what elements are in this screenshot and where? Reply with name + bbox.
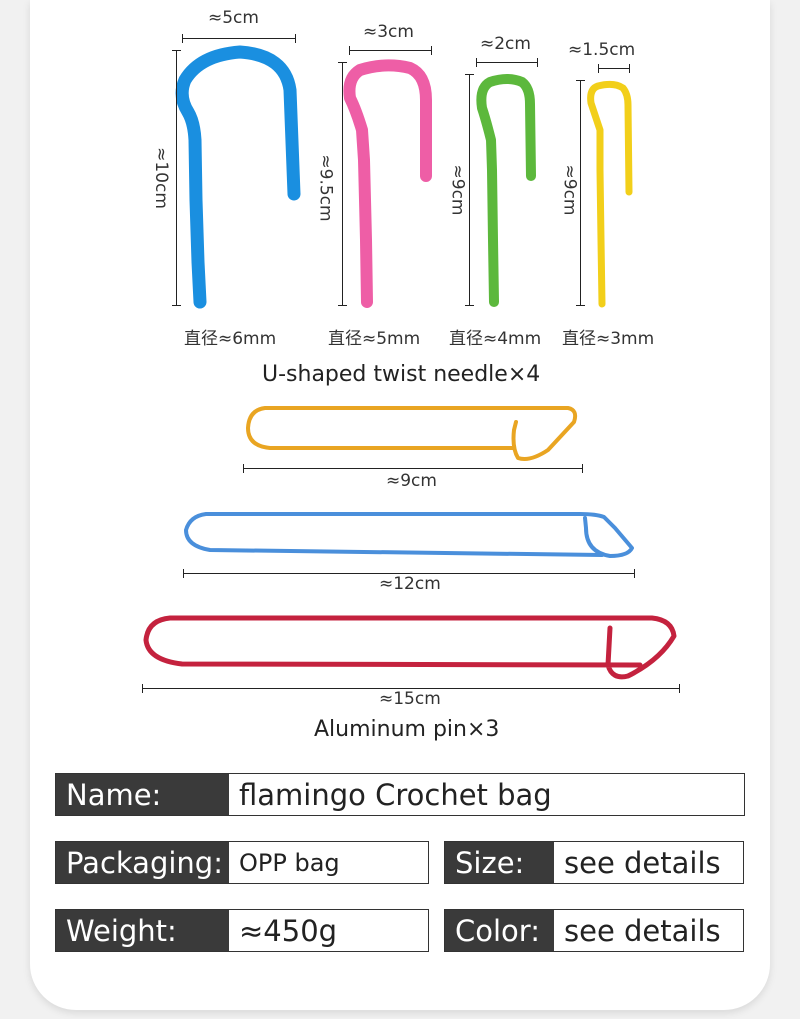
spec-color-row: Color: see details: [444, 909, 744, 952]
blue-diameter-label: 直径≈6mm: [184, 329, 277, 349]
needles-caption: U-shaped twist needle×4: [262, 362, 541, 387]
yellow-width-line: [598, 64, 630, 73]
spec-weight-row: Weight: ≈450g: [55, 909, 429, 952]
blue-twist-needle: [175, 45, 301, 309]
pins-caption: Aluminum pin×3: [314, 717, 500, 742]
pink-height-label: ≈9.5cm: [315, 154, 336, 222]
blue-pin-length-label: ≈12cm: [379, 574, 441, 594]
yellow-twist-needle: [587, 80, 633, 308]
spec-name-row: Name: flamingo Crochet bag: [55, 773, 745, 816]
spec-color-value: see details: [564, 913, 721, 948]
gold-aluminum-pin: [246, 406, 578, 461]
pink-twist-needle: [343, 59, 432, 308]
blue-aluminum-pin: [184, 512, 634, 558]
red-pin-length-line: [142, 684, 680, 693]
green-width-label: ≈2cm: [480, 34, 531, 54]
red-pin-length-label: ≈15cm: [379, 689, 441, 709]
pink-width-label: ≈3cm: [363, 22, 414, 42]
blue-width-label: ≈5cm: [208, 8, 259, 28]
red-aluminum-pin: [143, 615, 677, 680]
yellow-height-label: ≈9cm: [559, 164, 580, 216]
green-diameter-label: 直径≈4mm: [449, 329, 542, 349]
yellow-width-label: ≈1.5cm: [568, 40, 636, 60]
pink-width-line: [349, 46, 432, 55]
blue-height-label: ≈10cm: [150, 147, 171, 209]
spec-name-label: Name:: [56, 774, 229, 815]
spec-size-value: see details: [564, 845, 721, 880]
green-width-line: [476, 58, 538, 67]
yellow-diameter-label: 直径≈3mm: [562, 329, 655, 349]
spec-weight-label: Weight:: [56, 910, 229, 951]
spec-packaging-label: Packaging:: [56, 842, 229, 883]
blue-pin-length-line: [183, 569, 635, 578]
green-twist-needle: [476, 74, 536, 307]
spec-color-label: Color:: [445, 910, 554, 951]
blue-width-line: [182, 34, 296, 43]
spec-weight-value: ≈450g: [239, 913, 338, 948]
spec-name-value: flamingo Crochet bag: [239, 777, 552, 812]
green-height-line: [465, 74, 474, 306]
green-height-label: ≈9cm: [447, 164, 468, 216]
spec-size-label: Size:: [445, 842, 554, 883]
gold-pin-length-label: ≈9cm: [386, 471, 437, 491]
blue-height-line: [172, 50, 181, 306]
yellow-height-line: [576, 80, 585, 306]
pink-diameter-label: 直径≈5mm: [328, 329, 421, 349]
pink-height-line: [338, 62, 347, 306]
spec-size-row: Size: see details: [444, 841, 744, 884]
spec-packaging-row: Packaging: OPP bag: [55, 841, 429, 884]
gold-pin-length-line: [243, 464, 583, 473]
spec-packaging-value: OPP bag: [239, 848, 340, 877]
